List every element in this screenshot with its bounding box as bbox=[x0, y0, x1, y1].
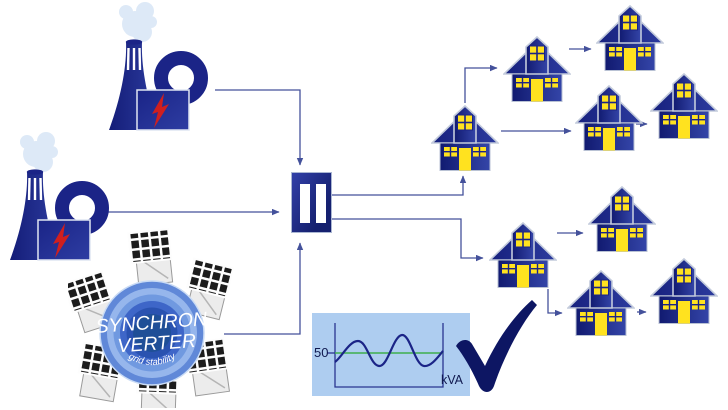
edge-synchronverter-to-hub bbox=[224, 242, 304, 335]
house-b-icon bbox=[503, 36, 571, 103]
frequency-wave bbox=[334, 333, 444, 368]
y-tick-label: 50 bbox=[314, 345, 329, 360]
plot-frame bbox=[334, 323, 444, 388]
checkmark-icon bbox=[456, 300, 537, 392]
synchronverter-badge: SYNCHRON VERTER grid stability bbox=[68, 228, 234, 408]
grid-bus-icon bbox=[291, 172, 332, 233]
edge-plant-top-to-hub bbox=[215, 89, 304, 166]
edge-house-f-to-h bbox=[547, 289, 563, 317]
frequency-plot bbox=[327, 323, 444, 388]
house-g-icon bbox=[588, 186, 656, 253]
svg-text:grid stability: grid stability bbox=[127, 351, 179, 369]
power-plant-top-icon bbox=[95, 0, 210, 133]
house-i-icon bbox=[650, 258, 718, 325]
house-e-icon bbox=[650, 73, 718, 140]
frequency-inset-panel: 50 kVA bbox=[312, 313, 470, 396]
badge-subtitle: grid stability bbox=[127, 351, 179, 369]
badge-line2: VERTER bbox=[117, 330, 197, 357]
house-a-icon bbox=[431, 105, 499, 172]
house-c-icon bbox=[596, 5, 664, 72]
badge-rings bbox=[99, 280, 205, 386]
edge-hub-to-house-a bbox=[332, 175, 467, 196]
house-d-icon bbox=[575, 85, 643, 152]
house-f-icon bbox=[489, 222, 557, 289]
edge-house-a-to-b bbox=[464, 64, 498, 103]
edge-hub-to-house-f bbox=[332, 218, 484, 262]
bus-bar bbox=[316, 184, 326, 223]
x-axis-label: kVA bbox=[441, 373, 463, 387]
solar-panel-icon bbox=[127, 228, 175, 288]
house-h-icon bbox=[567, 270, 635, 337]
bus-bar bbox=[300, 184, 310, 223]
